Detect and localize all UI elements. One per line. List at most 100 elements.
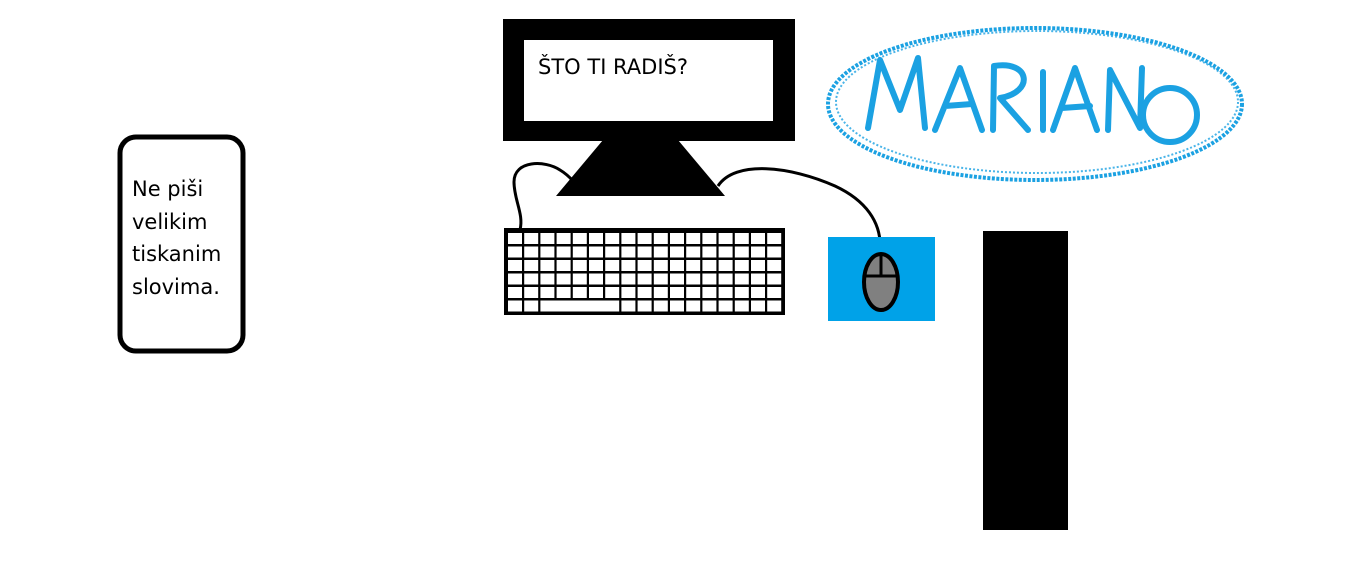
- keyboard-key: [621, 273, 636, 285]
- keyboard-key: [734, 273, 749, 285]
- keyboard-key: [734, 287, 749, 298]
- keyboard-key: [572, 287, 587, 298]
- signature-mariano: [826, 26, 1244, 182]
- keyboard-key: [767, 260, 782, 271]
- keyboard-key: [718, 260, 733, 271]
- keyboard-key: [734, 260, 749, 271]
- keyboard-key: [767, 287, 782, 298]
- keyboard-key: [702, 300, 717, 312]
- keyboard-key: [767, 300, 782, 312]
- keyboard-key: [524, 233, 539, 244]
- keyboard-key: [589, 273, 603, 285]
- keyboard-key: [621, 287, 636, 298]
- keyboard-key: [589, 246, 603, 258]
- keyboard-key: [540, 287, 555, 298]
- keyboard-key: [605, 246, 620, 258]
- keyboard-key: [718, 287, 733, 298]
- keyboard-key: [751, 300, 765, 312]
- keyboard: [504, 228, 785, 315]
- keyboard-key: [751, 287, 765, 298]
- keyboard-key: [589, 287, 603, 298]
- keyboard-key: [621, 233, 636, 244]
- phone-note-text: Ne piši velikim tiskanim slovima.: [132, 177, 222, 299]
- keyboard-key: [637, 246, 652, 258]
- mouse-cable: [716, 167, 882, 251]
- keyboard-key: [589, 233, 603, 244]
- keyboard-key: [540, 246, 555, 258]
- keyboard-key: [508, 246, 522, 258]
- keyboard-key: [653, 233, 668, 244]
- keyboard-key: [524, 287, 539, 298]
- monitor-screen: [524, 40, 773, 121]
- keyboard-key: [508, 287, 522, 298]
- keyboard-key: [653, 273, 668, 285]
- keyboard-key: [605, 287, 620, 298]
- keyboard-key: [637, 287, 652, 298]
- keyboard-cable: [512, 162, 584, 231]
- keyboard-key: [572, 273, 587, 285]
- keyboard-key: [653, 300, 668, 312]
- keyboard-key: [556, 233, 571, 244]
- keyboard-key: [702, 260, 717, 271]
- keyboard-key: [751, 246, 765, 258]
- keyboard-key: [686, 246, 701, 258]
- keyboard-key: [621, 260, 636, 271]
- keyboard-spacebar: [540, 300, 620, 312]
- keyboard-key: [556, 260, 571, 271]
- keyboard-key: [767, 273, 782, 285]
- keyboard-key: [702, 233, 717, 244]
- keyboard-key: [605, 233, 620, 244]
- keyboard-key: [540, 233, 555, 244]
- keyboard-key: [621, 300, 636, 312]
- keyboard-key: [686, 273, 701, 285]
- keyboard-key: [670, 246, 684, 258]
- signature-oval-inner: [835, 30, 1239, 174]
- keyboard-key: [589, 260, 603, 271]
- signature-oval: [826, 26, 1244, 182]
- keyboard-key: [670, 273, 684, 285]
- keyboard-key: [556, 273, 571, 285]
- keyboard-key: [637, 273, 652, 285]
- keyboard-key: [621, 246, 636, 258]
- keyboard-key: [702, 273, 717, 285]
- keyboard-key: [751, 273, 765, 285]
- keyboard-key: [508, 300, 522, 312]
- keyboard-key: [524, 246, 539, 258]
- keyboard-key: [653, 287, 668, 298]
- keyboard-key: [751, 260, 765, 271]
- keyboard-key: [670, 260, 684, 271]
- keyboard-key: [686, 287, 701, 298]
- mouse: [862, 252, 900, 312]
- keyboard-key: [572, 246, 587, 258]
- keyboard-key: [540, 273, 555, 285]
- keyboard-key: [670, 233, 684, 244]
- keyboard-key: [686, 300, 701, 312]
- keyboard-key: [637, 260, 652, 271]
- keyboard-key: [702, 246, 717, 258]
- signature-letters: [865, 55, 1200, 145]
- monitor-screen-text: ŠTO TI RADIŠ?: [538, 55, 689, 79]
- keyboard-key: [702, 287, 717, 298]
- keyboard-key: [572, 260, 587, 271]
- keyboard-key: [718, 233, 733, 244]
- keyboard-key: [653, 246, 668, 258]
- keyboard-key: [637, 300, 652, 312]
- keyboard-key: [751, 233, 765, 244]
- keyboard-key: [670, 300, 684, 312]
- keyboard-key: [605, 260, 620, 271]
- keyboard-key: [767, 233, 782, 244]
- keyboard-key: [686, 260, 701, 271]
- keyboard-key: [556, 246, 571, 258]
- keyboard-key: [718, 246, 733, 258]
- keyboard-key: [734, 246, 749, 258]
- keyboard-key: [637, 233, 652, 244]
- keyboard-key: [670, 287, 684, 298]
- keyboard-key: [556, 287, 571, 298]
- monitor-stand: [556, 140, 725, 196]
- keyboard-key: [524, 300, 539, 312]
- keyboard-key: [508, 273, 522, 285]
- pc-tower: [983, 231, 1068, 530]
- keyboard-key: [508, 233, 522, 244]
- keyboard-key: [718, 300, 733, 312]
